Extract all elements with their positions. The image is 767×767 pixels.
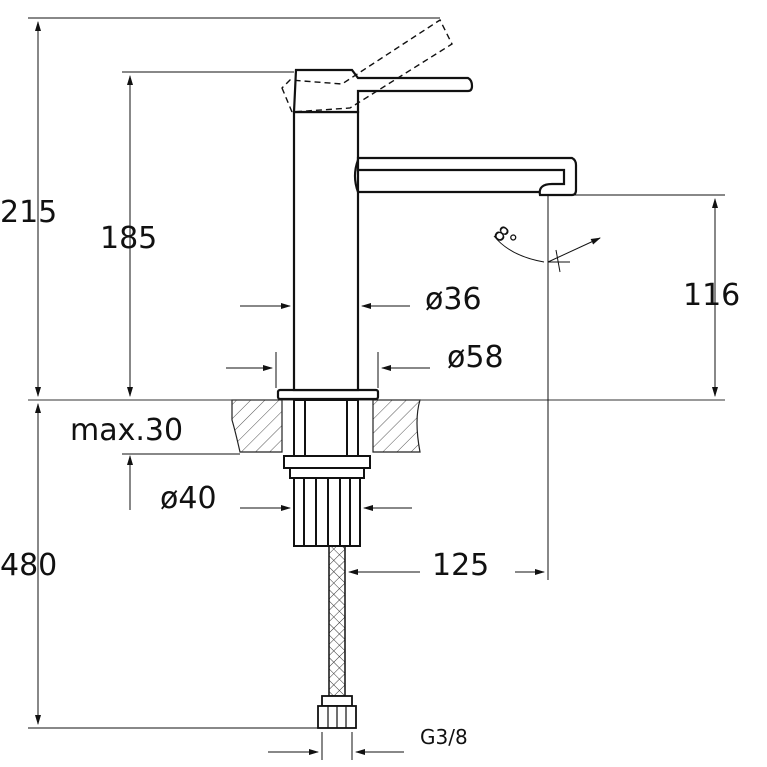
dim-thread-size: G3/8	[420, 725, 468, 749]
dim-diameter-base: ø58	[447, 340, 504, 375]
mounting-shank	[283, 399, 371, 547]
flexible-hose	[317, 545, 357, 729]
dim-spout-height: 116	[683, 278, 740, 313]
dim-total-height: 215	[0, 195, 57, 230]
lever-open-position	[281, 18, 453, 113]
dim-hose-length: 480	[0, 548, 57, 583]
dim-diameter-shank: ø40	[160, 481, 217, 516]
dim-diameter-body: ø36	[425, 282, 482, 317]
faucet-body	[276, 68, 578, 401]
dim-body-height: 185	[100, 221, 157, 256]
dimension-lines	[28, 17, 725, 760]
dim-spout-angle: 8°	[489, 221, 522, 254]
dim-max-counter-thickness: max.30	[70, 413, 183, 448]
countertop-section	[28, 399, 725, 453]
dim-spout-reach: 125	[432, 548, 489, 583]
